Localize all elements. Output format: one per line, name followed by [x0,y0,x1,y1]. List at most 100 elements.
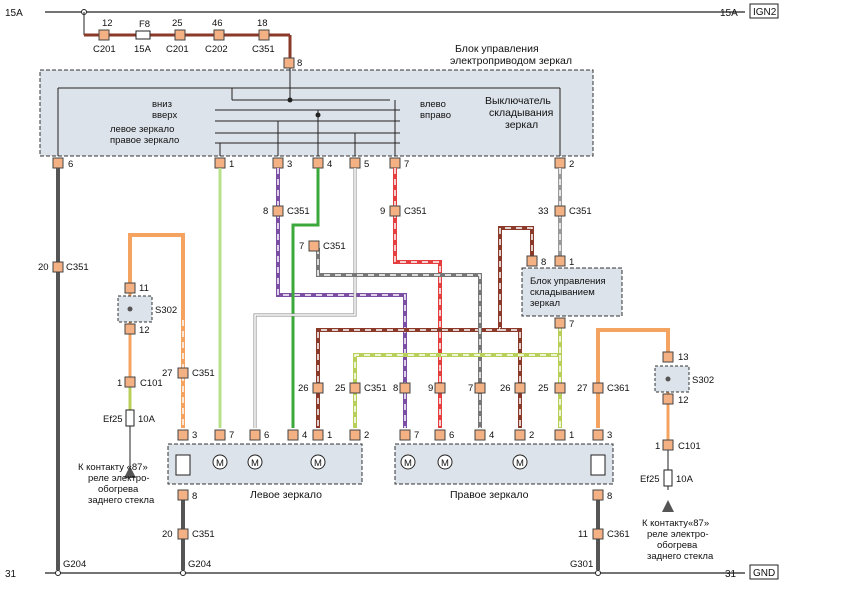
lm-pin-7: 7 [229,430,234,441]
left-c101-label: C101 [140,378,163,389]
switch-internals [57,68,561,156]
pin-8-top: 8 [297,58,302,69]
lm-pin-4: 4 [302,430,307,441]
cu-pin-4: 4 [327,159,332,170]
right-s302-pin-13: 13 [678,352,689,363]
fuse-chain: F8 12 C201 15A 25 C201 46 C202 18 C351 8 [83,12,302,69]
conn-c201-a: C201 [93,44,116,55]
rail-label-31-right: 31 [725,569,737,580]
conn-c351-top: C351 [252,44,275,55]
mirror-control-unit: Блок управления электроприводом зеркал в… [39,43,594,170]
fold-unit-2: складыванием [530,287,595,298]
left-note-4: заднего стекла [88,495,155,506]
c361-27-label: C361 [607,383,630,394]
c351-33-pin: 33 [538,206,549,217]
lm-pin-1: 1 [327,430,332,441]
right-mirror-title: Правое зеркало [450,489,529,501]
c351-20b-pin: 20 [162,529,173,540]
left-s302-label: S302 [155,305,177,316]
row-pin-7: 7 [468,383,473,394]
left-note-1: К контакту «87» [78,462,148,473]
c361-11-label: C361 [607,529,630,540]
rm-motor-1: M [404,458,412,469]
c351-33-label: C351 [569,206,592,217]
cu-pin-6: 6 [68,159,73,170]
lm-pin-3: 3 [192,430,197,441]
cu-pin-5: 5 [364,159,369,170]
right-note-4: заднего стекла [647,551,714,562]
control-unit-title-2: электроприводом зеркал [450,55,572,67]
row-pin-25b: 25 [538,383,549,394]
c351-8-pin: 8 [263,206,268,217]
lm-pin-8: 8 [192,491,197,502]
right-mirror-motors: M M M [400,454,528,470]
c351-9-label: C351 [404,206,427,217]
lm-motor-1: M [216,458,224,469]
control-unit-pins: 6 1 3 4 5 7 2 [52,157,574,170]
c361-11-pin: 11 [578,529,588,540]
rm-pin-8: 8 [607,491,612,502]
lm-pin-6: 6 [264,430,269,441]
label-up: вверх [152,110,177,121]
pin-18: 18 [257,18,268,29]
rail-label-15a-right: 15A [720,8,738,19]
c351-9-pin: 9 [380,206,385,217]
c351-27-pin: 27 [162,368,173,379]
lm-motor-3: M [314,458,322,469]
label-right-mirror: правое зеркало [110,135,179,146]
rm-pin-3: 3 [607,430,612,441]
pin-46: 46 [212,18,223,29]
rm-pin-1: 1 [569,430,574,441]
left-mirror-title: Левое зеркало [250,489,322,501]
rm-motor-3: M [516,458,524,469]
row-pin-25a: 25 [335,383,346,394]
pin-12: 12 [102,18,113,29]
c351-20-label: C351 [66,262,89,273]
right-c101-pin: 1 [655,441,660,452]
pin-25: 25 [172,18,183,29]
right-mirror: Правое зеркало 7 6 4 2 1 3 M M M 8 [394,429,614,502]
c351-27-label: C351 [192,368,215,379]
cu-pin-1: 1 [229,159,234,170]
row-c351-label: C351 [364,383,387,394]
row-pin-26b: 26 [500,383,511,394]
row-pin-9: 9 [428,383,433,394]
rail-label-31-left: 31 [5,569,17,580]
control-unit-title-1: Блок управления [455,43,539,55]
left-s302-pin-11: 11 [139,283,149,294]
cu-pin-7: 7 [404,159,409,170]
lm-motor-2: M [251,458,259,469]
label-left-mirror: левое зеркало [110,124,174,135]
wires [56,168,670,570]
rm-pin-4: 4 [489,430,494,441]
rail-label-gnd: GND [753,568,775,579]
row-pin-26a: 26 [298,383,309,394]
row-pin-8: 8 [393,383,398,394]
fold-pin-8: 8 [541,257,546,268]
ground-g204-mid: G204 [188,559,211,570]
c351-20b-label: C351 [192,529,215,540]
rail-label-15a-left: 15A [5,8,23,19]
label-down: вниз [152,99,172,110]
fold-pin-7: 7 [569,319,574,330]
right-note-3: обогрева [657,540,698,551]
right-s302-block: S302 13 12 1 C101 Ef25 10A К контакту«87… [640,351,714,562]
c351-7-label: C351 [323,241,346,252]
fold-unit-3: зеркал [530,298,560,309]
right-note-2: реле электро- [647,529,709,540]
ground-rail: 31 31 GND G204 G204 G301 [5,559,779,580]
fold-control-unit: 8 1 Блок управления складыванием зеркал … [521,255,623,330]
right-fuse-rating: 10A [676,474,694,485]
left-fuse-name: Ef25 [103,414,123,425]
right-fuse-name: Ef25 [640,474,660,485]
ground-g301: G301 [570,559,593,570]
rm-pin-6: 6 [449,430,454,441]
cu-pin-3: 3 [287,159,292,170]
fuse-chain-pins: 12 C201 15A 25 C201 46 C202 18 C351 8 [93,18,302,69]
fuse-rating: 15A [134,44,152,55]
rm-pin-2: 2 [529,430,534,441]
c361-27-pin: 27 [577,383,588,394]
fuse-f8-label: F8 [139,19,150,30]
